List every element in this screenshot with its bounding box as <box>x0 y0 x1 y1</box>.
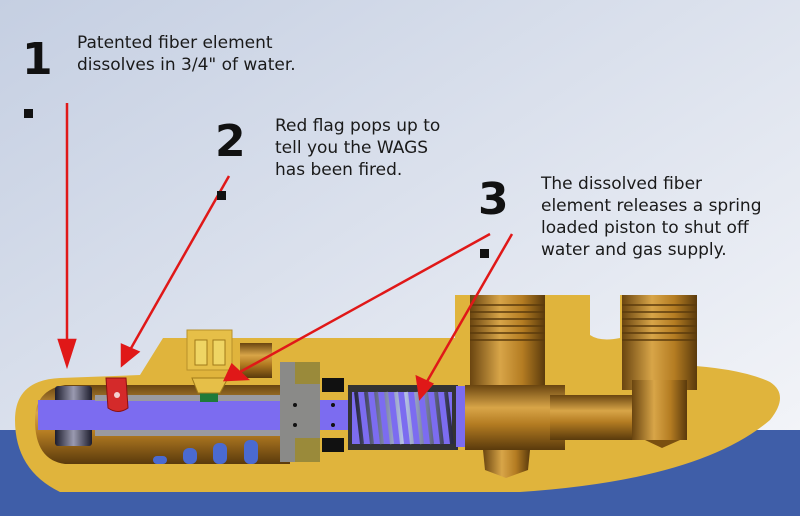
arrow-3b <box>423 233 514 386</box>
callout-number: 3 <box>478 178 509 266</box>
callout-line: dissolves in 3/4" of water. <box>77 55 296 75</box>
spring <box>354 391 454 445</box>
callout-line: Patented fiber element <box>77 33 273 53</box>
callout-text: The dissolved fiber element releases a s… <box>541 173 762 261</box>
valve-seat <box>200 393 218 402</box>
callout-line: loaded piston to shut off <box>541 218 749 238</box>
outlet-pipe <box>465 385 565 450</box>
callout-number: 2 <box>215 120 246 208</box>
callout-line: has been fired. <box>275 160 403 180</box>
callout-text: Patented fiber element dissolves in 3/4"… <box>77 32 296 76</box>
callout-line: water and gas supply. <box>541 240 727 260</box>
arrow-3a <box>239 232 491 374</box>
callout-number: 1 <box>22 38 53 126</box>
arrow-2 <box>128 175 231 351</box>
callout-line: tell you the WAGS <box>275 138 429 158</box>
callout-line: The dissolved fiber <box>541 174 703 194</box>
callout-arrows <box>57 103 514 401</box>
callout-line: element releases a spring <box>541 196 762 216</box>
gas-port-right <box>622 295 697 390</box>
callout-text: Red flag pops up to tell you the WAGS ha… <box>275 115 440 181</box>
callout-line: Red flag pops up to <box>275 116 441 136</box>
